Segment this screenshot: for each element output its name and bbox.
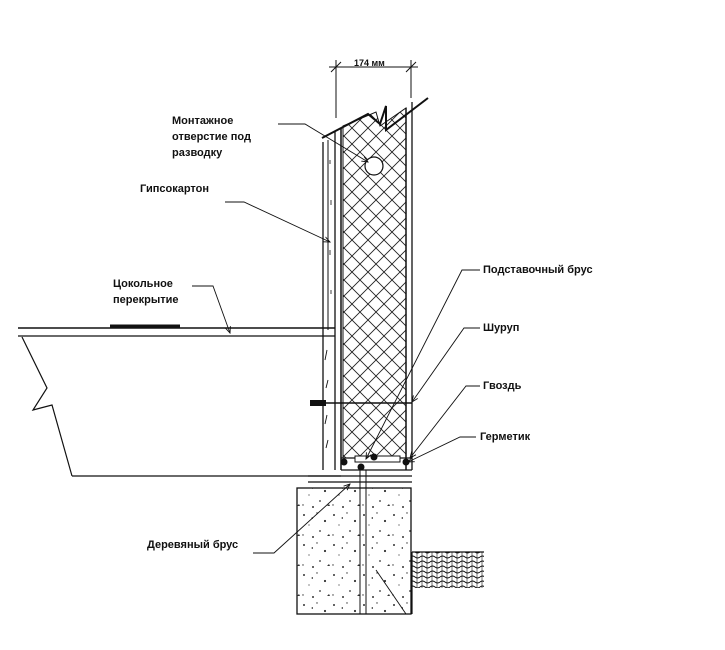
label-mounting-hole-line3: разводку bbox=[172, 147, 223, 159]
dimension-label: 174 мм bbox=[354, 58, 385, 68]
label-sill-beam: Подставочный брус bbox=[483, 264, 593, 276]
label-mounting-hole-line2: отверстие под bbox=[172, 131, 251, 143]
label-mounting-hole-line1: Монтажное bbox=[172, 115, 234, 127]
screw-element bbox=[310, 400, 412, 406]
leader-drywall bbox=[225, 201, 330, 242]
floor-slab bbox=[18, 324, 341, 477]
label-screw: Шуруп bbox=[483, 322, 520, 334]
top-break-line bbox=[321, 97, 429, 139]
leader-floor bbox=[192, 285, 230, 333]
leader-sill bbox=[366, 269, 480, 459]
leader-screw bbox=[412, 327, 480, 402]
mounting-hole-circle bbox=[364, 156, 384, 176]
label-drywall: Гипсокартон bbox=[140, 183, 210, 195]
anchor-bolt bbox=[359, 470, 367, 614]
label-basement-floor-line2: перекрытие bbox=[113, 294, 179, 306]
leader-mounting-hole bbox=[278, 123, 368, 162]
leader-bottom-extra bbox=[375, 569, 407, 615]
outer-sheathing bbox=[405, 102, 413, 470]
soil-hatch bbox=[412, 552, 484, 588]
drywall-layer bbox=[322, 128, 342, 470]
leader-nail bbox=[410, 385, 480, 458]
leader-wood-beam bbox=[253, 484, 350, 554]
label-wood-beam: Деревяный брус bbox=[147, 539, 239, 551]
concrete-foundation bbox=[296, 487, 412, 615]
label-basement-floor-line1: Цокольное bbox=[113, 278, 173, 290]
leader-sealant bbox=[408, 436, 476, 462]
label-sealant: Герметик bbox=[480, 431, 531, 443]
leader-lines bbox=[192, 123, 480, 615]
dimension-line bbox=[329, 60, 418, 118]
label-nail: Гвоздь bbox=[483, 380, 522, 392]
